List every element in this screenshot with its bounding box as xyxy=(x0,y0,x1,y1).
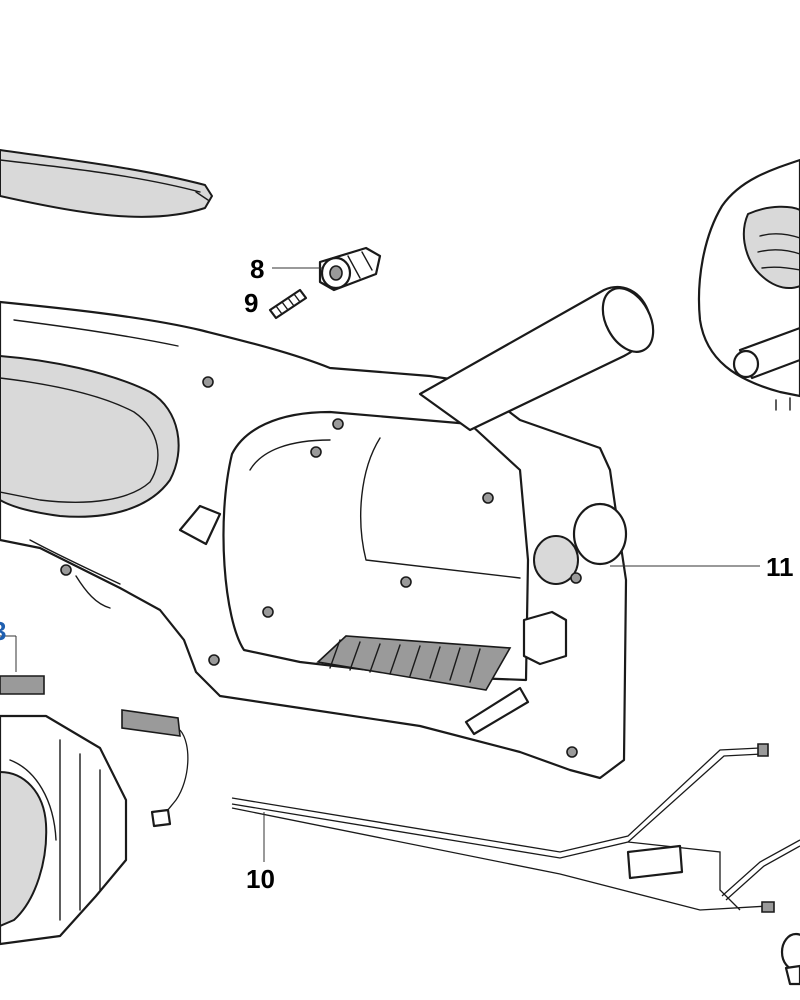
callout-11: 11 xyxy=(766,552,794,582)
handle-tube xyxy=(418,285,655,432)
part-9-pin xyxy=(268,288,308,320)
brush-holder-part xyxy=(121,709,189,828)
main-housing-part xyxy=(0,285,655,780)
leader-lines xyxy=(0,267,760,862)
part-10-wire-harness xyxy=(231,743,800,913)
part-3-block xyxy=(0,675,45,695)
callout-3: 3 xyxy=(0,616,6,646)
motor-assembly xyxy=(0,714,128,946)
screw-bosses xyxy=(60,376,582,758)
callout-8: 8 xyxy=(250,254,264,284)
top-right-housing xyxy=(697,158,800,411)
callout-10: 10 xyxy=(246,864,275,894)
vent-grille xyxy=(316,635,512,691)
part-8-fitting xyxy=(318,246,382,292)
bottom-right-fitting xyxy=(780,932,800,986)
top-cover-part xyxy=(0,149,213,218)
callout-9: 9 xyxy=(244,288,258,318)
